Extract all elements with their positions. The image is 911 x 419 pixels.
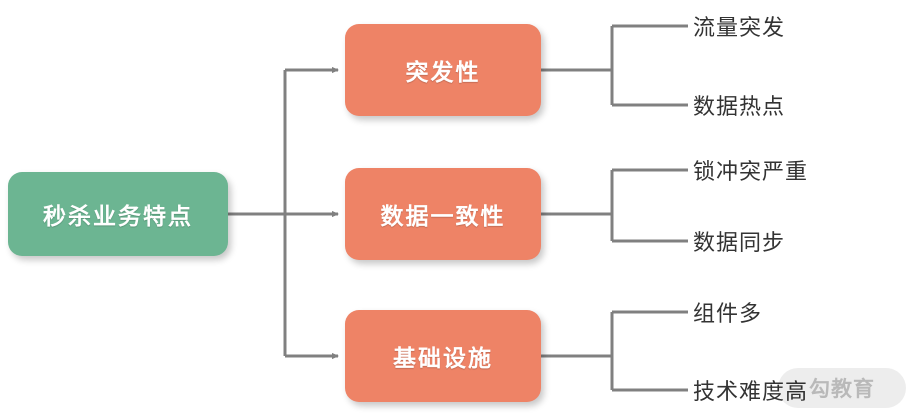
- leaf-label-1-1: 数据同步: [693, 230, 786, 255]
- watermark: 勾教育: [778, 368, 906, 408]
- leaf-label-1-0: 锁冲突严重: [693, 159, 809, 184]
- leaf-label-2-1: 技术难度高: [693, 379, 809, 404]
- leaf-label-2-0: 组件多: [693, 301, 763, 326]
- branch-node-2[interactable]: 基础设施: [345, 310, 541, 402]
- bracket-branch-2: [541, 310, 688, 392]
- leaf-label-0-1: 数据热点: [693, 94, 786, 119]
- leaf-label-0-0: 流量突发: [693, 15, 786, 40]
- branch-node-1[interactable]: 数据一致性: [345, 168, 541, 260]
- bracket-branch-0: [541, 24, 688, 107]
- root-node[interactable]: 秒杀业务特点: [8, 172, 228, 256]
- bracket-branch-1: [541, 168, 688, 243]
- branch-node-0[interactable]: 突发性: [345, 24, 541, 116]
